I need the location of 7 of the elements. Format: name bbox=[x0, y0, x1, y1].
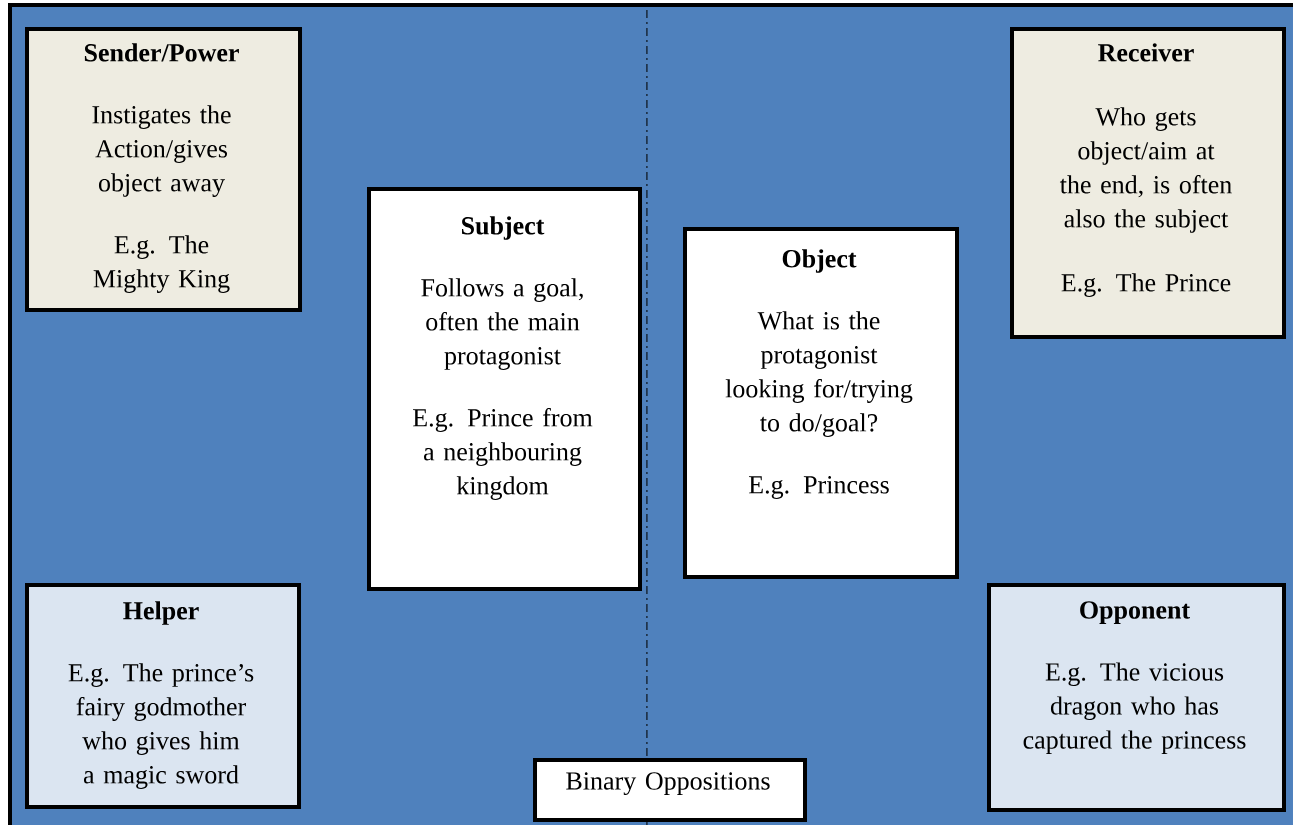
text-box: Helper E.g. The prince’s fairy godmother who gives him a magic sword bbox=[25, 583, 301, 809]
text-box: Subject Follows a goal, often the main protagonist E.g. Prince from a neighbouring kingdom bbox=[367, 187, 642, 591]
text-box: Opponent E.g. The vicious dragon who has captured the princess bbox=[987, 583, 1286, 812]
text-box: Object What is the protagonist looking for/trying to do/goal? E.g. Princess bbox=[683, 227, 959, 579]
text-box: Binary Oppositions bbox=[533, 758, 807, 822]
text-box: Sender/Power Instigates the Action/gives object away E.g. The Mighty King bbox=[25, 27, 302, 312]
text-box: Receiver Who gets object/aim at the end, is often also the subject E.g. The Prince bbox=[1010, 27, 1286, 339]
